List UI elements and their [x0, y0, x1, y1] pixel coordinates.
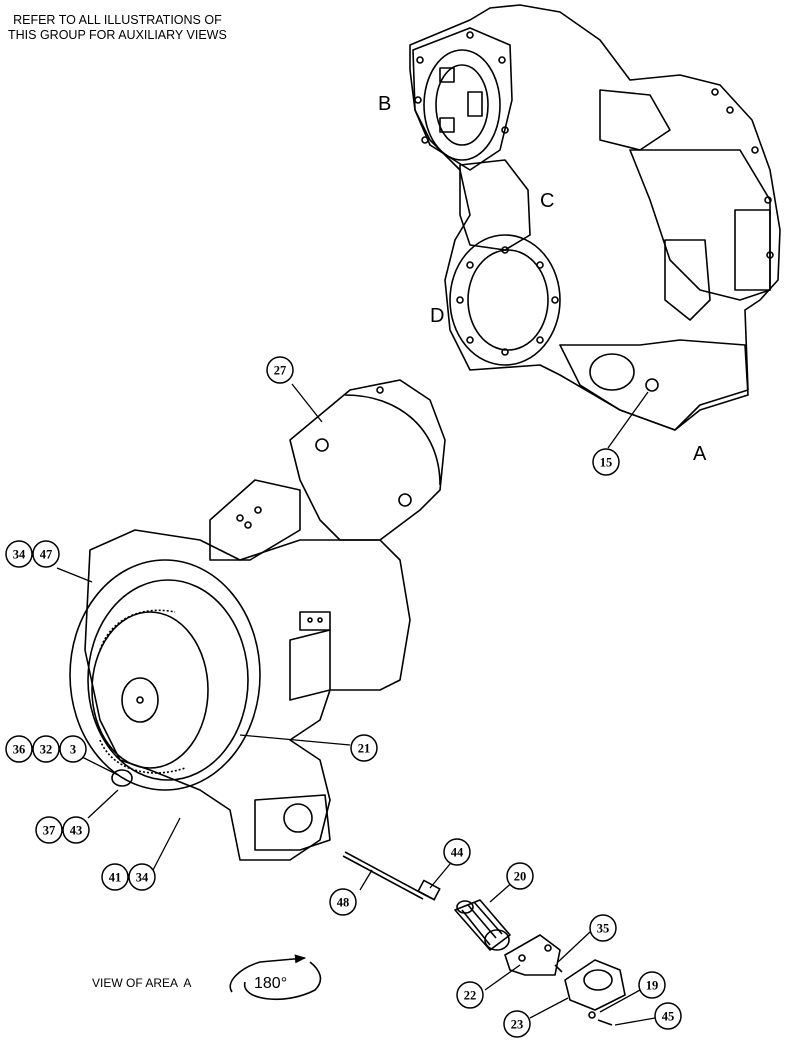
area-label-a: A	[693, 443, 707, 465]
callout-32: 32	[32, 735, 60, 763]
callout-27: 27	[266, 356, 294, 384]
callout-22: 22	[456, 981, 484, 1009]
callout-15: 15	[592, 448, 620, 476]
callout-19: 19	[638, 971, 666, 999]
callout-45: 45	[654, 1002, 682, 1030]
callout-21-text: 21	[358, 742, 371, 756]
callout-27-text: 27	[274, 364, 287, 378]
callout-43-text: 43	[70, 824, 83, 838]
reference-note-line-1: REFER TO ALL ILLUSTRATIONS OF	[13, 13, 222, 27]
callout-48: 48	[329, 888, 357, 916]
upper-transmission-drawing	[409, 4, 781, 431]
callout-45-text: 45	[662, 1010, 675, 1024]
callout-20-text: 20	[514, 870, 527, 884]
callout-34-bottom: 34	[128, 863, 156, 891]
callout-48-text: 48	[337, 896, 350, 910]
callout-41: 41	[101, 863, 129, 891]
callout-20: 20	[506, 862, 534, 890]
lower-transmission-drawing	[69, 379, 446, 861]
callout-15-text: 15	[600, 456, 613, 470]
callout-36: 36	[5, 735, 33, 763]
callouts: 27 15 34 47 36 32 3 21 37 43 41 34 44 20…	[5, 356, 682, 1038]
callout-37-text: 37	[43, 824, 56, 838]
callout-35: 35	[589, 914, 617, 942]
exploded-parts-drawing	[342, 851, 626, 1026]
callout-23: 23	[503, 1010, 531, 1038]
callout-23-text: 23	[511, 1018, 524, 1032]
reference-note-line-2: THIS GROUP FOR AUXILIARY VIEWS	[8, 28, 227, 42]
callout-34-top-text: 34	[13, 548, 26, 562]
callout-21: 21	[350, 734, 378, 762]
callout-47: 47	[32, 540, 60, 568]
callout-37: 37	[35, 816, 63, 844]
callout-3-text: 3	[70, 743, 76, 757]
rotation-label: 180°	[254, 975, 287, 992]
callout-34-top: 34	[5, 540, 33, 568]
callout-19-text: 19	[646, 979, 659, 993]
callout-43: 43	[62, 816, 90, 844]
callout-36-text: 36	[13, 743, 26, 757]
view-caption: VIEW OF AREA A	[92, 976, 191, 990]
callout-34-bottom-text: 34	[136, 871, 149, 885]
callout-32-text: 32	[40, 743, 53, 757]
callout-3: 3	[59, 735, 87, 763]
area-label-d: D	[430, 305, 444, 327]
callout-44: 44	[443, 838, 471, 866]
callout-22-text: 22	[464, 989, 477, 1003]
callout-41-text: 41	[109, 871, 122, 885]
area-label-b: B	[378, 93, 391, 115]
area-label-c: C	[540, 190, 554, 212]
rotation-arrow-icon	[229, 954, 322, 1001]
leader-lines	[56, 383, 656, 1026]
callout-44-text: 44	[451, 846, 464, 860]
callout-47-text: 47	[40, 548, 53, 562]
callout-35-text: 35	[597, 922, 610, 936]
reference-note: REFER TO ALL ILLUSTRATIONS OF THIS GROUP…	[8, 13, 227, 43]
